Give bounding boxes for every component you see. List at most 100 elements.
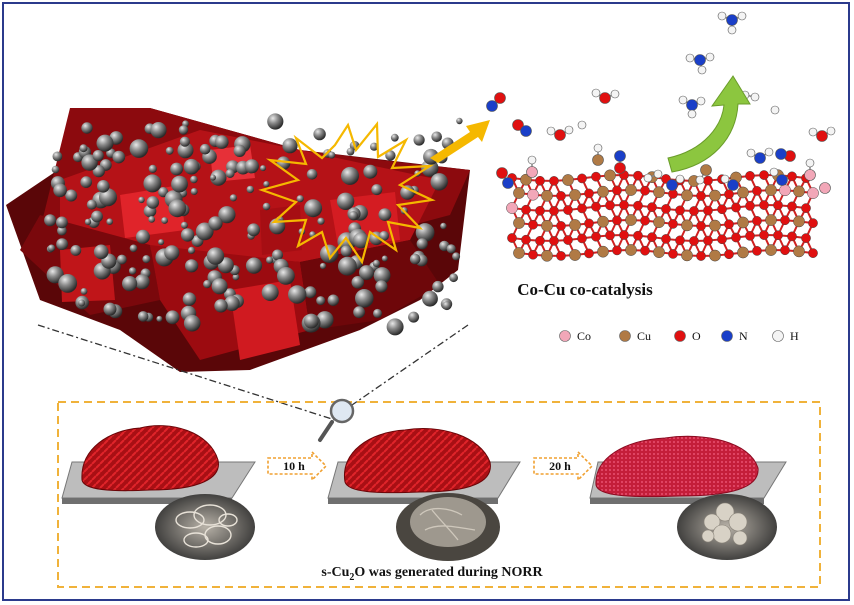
lattice-atom: [625, 184, 637, 196]
lattice-atom: [752, 186, 762, 196]
lattice-atom: [584, 248, 594, 259]
cobalt-sphere: [170, 162, 184, 176]
lattice-atom: [549, 236, 559, 246]
cobalt-sphere: [267, 113, 284, 130]
cobalt-sphere: [79, 144, 88, 153]
cobalt-sphere: [336, 192, 355, 210]
cobalt-sphere: [165, 146, 174, 155]
molecule: [666, 174, 685, 191]
cobalt-sphere: [363, 164, 378, 179]
cobalt-sphere: [378, 208, 392, 222]
cobalt-sphere: [386, 318, 404, 336]
cobalt-sphere: [272, 249, 283, 261]
lattice-atom: [668, 249, 678, 259]
lattice-atom: [696, 221, 706, 231]
cobalt-sphere: [431, 131, 443, 143]
cobalt-sphere: [158, 239, 165, 246]
cobalt-sphere: [158, 187, 169, 198]
lattice-atom: [619, 200, 629, 210]
lattice-atom: [612, 245, 622, 256]
lattice-atom: [591, 171, 601, 182]
cobalt-sphere: [413, 134, 425, 146]
lattice-atom: [661, 204, 671, 214]
lattice-atom: [513, 217, 525, 229]
lattice-atom: [569, 249, 581, 261]
cobalt-sphere: [183, 314, 201, 332]
cobalt-sphere: [316, 311, 334, 329]
cobalt-sphere: [247, 223, 260, 237]
lattice-atom: [703, 205, 713, 216]
legend-label: Co: [577, 329, 591, 343]
bottom-caption: s-Cu2O was generated during NORR: [321, 565, 543, 583]
molecule: [746, 147, 774, 164]
gas-molecules: [486, 11, 836, 194]
lattice-atom: [619, 230, 629, 240]
legend-swatch: [772, 330, 784, 342]
lattice-atom: [556, 191, 566, 201]
cobalt-sphere: [142, 255, 151, 264]
cobalt-sphere: [225, 169, 235, 178]
sem-image-1: [155, 494, 255, 560]
molecule: [685, 52, 715, 75]
zoom-line-right: [351, 324, 469, 406]
cobalt-sphere: [408, 311, 420, 323]
svg-text:10 h: 10 h: [283, 459, 305, 473]
cobalt-sphere: [304, 286, 317, 299]
lattice-atom: [591, 201, 601, 212]
evolution-panel: [57, 401, 821, 588]
cobalt-sphere: [306, 169, 318, 180]
cobalt-sphere: [328, 151, 336, 159]
lattice-atom: [765, 184, 777, 196]
cobalt-sphere: [195, 222, 214, 241]
lattice-atom: [577, 173, 587, 184]
molecule: [592, 143, 604, 166]
lattice-atom: [563, 235, 573, 245]
lattice-atom: [759, 170, 769, 180]
lattice-atom: [569, 189, 581, 201]
lattice-atom: [780, 215, 790, 226]
cobalt-sphere: [208, 216, 223, 231]
cobalt-sphere: [327, 294, 339, 306]
lattice-atom: [535, 235, 545, 246]
molecule: [512, 119, 532, 137]
cobalt-sphere: [233, 144, 246, 157]
cobalt-sphere: [112, 150, 126, 164]
cobalt-sphere: [99, 188, 117, 207]
lattice-atom: [724, 249, 734, 260]
cobalt-sphere: [224, 295, 240, 311]
molecule: [769, 167, 788, 186]
cobalt-sphere: [340, 245, 352, 257]
lattice-atom: [521, 234, 531, 245]
lattice-atom: [577, 203, 587, 214]
lattice-atom: [681, 189, 693, 202]
cobalt-sphere: [179, 136, 190, 147]
lattice-atom: [745, 201, 755, 211]
stage-initial: [61, 425, 256, 560]
cobalt-sphere: [215, 135, 229, 149]
cobalt-sphere: [372, 259, 380, 267]
cobalt-sphere: [148, 164, 157, 173]
lattice-atom: [779, 184, 791, 197]
lattice-atom: [668, 189, 678, 199]
cobalt-sphere: [156, 315, 163, 322]
lattice-atom: [724, 189, 734, 200]
cobalt-sphere: [214, 299, 228, 313]
lattice-atom: [717, 234, 727, 245]
cobalt-sphere: [449, 273, 458, 283]
cobalt-sphere: [232, 273, 240, 281]
cobalt-sphere: [456, 117, 463, 125]
lattice-atom: [696, 191, 706, 201]
cobalt-sphere: [206, 247, 225, 265]
cobalt-sphere: [56, 238, 68, 251]
crystal-illustration: [6, 108, 470, 372]
cobalt-sphere: [171, 175, 188, 193]
molecule: [720, 174, 739, 191]
molecule: [526, 155, 538, 178]
lattice-atom: [653, 216, 665, 229]
cobalt-sphere: [92, 150, 104, 162]
cobalt-sphere: [138, 196, 145, 204]
molecule: [775, 148, 796, 162]
lattice-atom: [633, 230, 643, 241]
molecule: [546, 125, 574, 141]
molecule: [695, 164, 712, 185]
